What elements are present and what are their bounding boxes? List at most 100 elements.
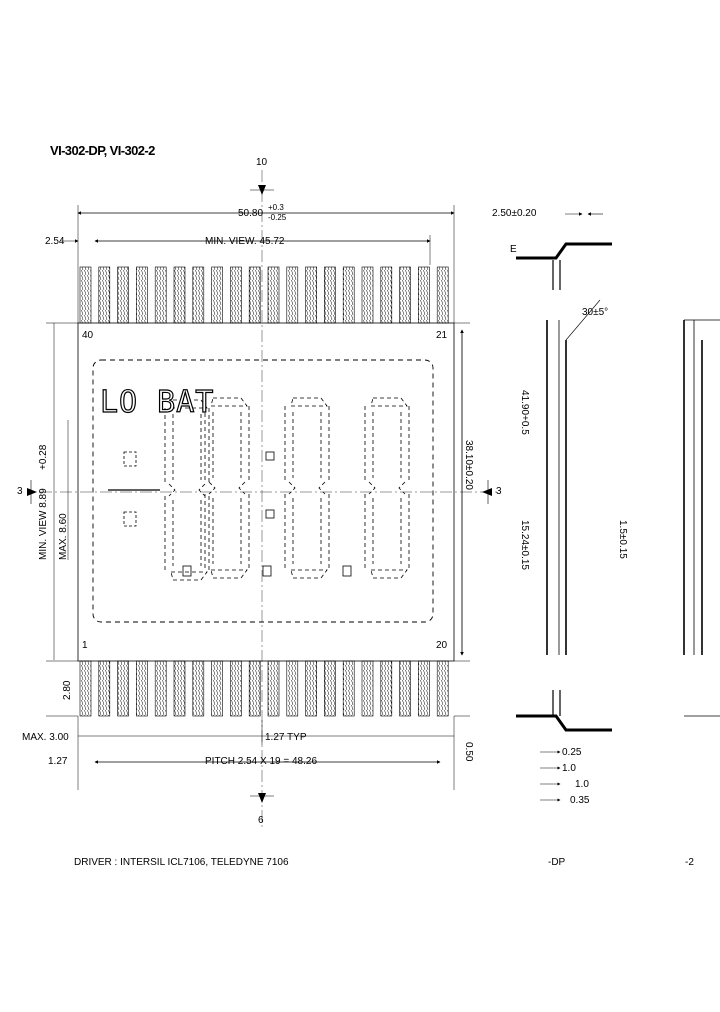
bottom-row-pin — [136, 660, 148, 717]
digit-segment — [210, 569, 248, 579]
top-row-pin — [361, 266, 374, 324]
top-center-mark: 10 — [256, 157, 268, 168]
top-row-pin — [418, 266, 430, 324]
digit-segment — [368, 481, 406, 495]
digit-segment — [290, 397, 328, 407]
top-row-pin — [117, 266, 129, 324]
bottom-row-pin — [399, 660, 411, 717]
bottom-pin-row — [79, 660, 449, 717]
bottom-section-mark: 6 — [258, 815, 264, 826]
top-row-pin — [380, 266, 393, 324]
bottom-row-pin — [230, 660, 242, 717]
pin-bend-label: E — [510, 244, 517, 255]
digit-segment — [320, 494, 330, 570]
bottom-row-pin — [380, 660, 393, 717]
side-view-dim-3: 1.5±0.15 — [617, 520, 628, 559]
top-row-pin — [248, 266, 261, 324]
digit-segment — [320, 406, 330, 482]
view-area — [92, 359, 434, 623]
section-marker-bottom — [250, 793, 274, 803]
side-dim-d: 0.35 — [570, 795, 590, 806]
overall-width-tol-minus: -0.25 — [268, 213, 287, 222]
side-view-dp — [516, 242, 612, 802]
digit-segment — [364, 406, 374, 482]
digit-segment — [370, 397, 408, 407]
top-row-pin — [305, 266, 317, 324]
side-dim-a: 0.25 — [562, 747, 582, 758]
bottom-row-pin — [267, 660, 280, 717]
section-marker-right — [482, 480, 492, 504]
bottom-row-pin — [79, 660, 92, 717]
bottom-row-pin — [361, 660, 374, 717]
top-row-pin — [211, 266, 223, 324]
overall-height-label: 38.10±0.20 — [463, 440, 474, 490]
overall-width-label: 50.80 — [238, 208, 264, 219]
overall-width-tol-plus: +0.3 — [268, 203, 284, 212]
digit-segment — [370, 569, 408, 579]
pin-width-label: 1.27 TYP — [265, 732, 307, 743]
top-row-pin — [342, 266, 355, 324]
bottom-row-pin — [154, 660, 167, 717]
section-marker-left — [27, 480, 37, 504]
pin-number-1: 1 — [82, 640, 88, 651]
bottom-row-pin — [436, 660, 449, 717]
bottom-right-dim: 0.50 — [463, 742, 474, 762]
pin-length-left: 2.80 — [62, 680, 73, 700]
front-view — [40, 170, 500, 830]
left-height-max: MAX. 8.60 — [58, 513, 69, 560]
left-height-view: MIN. VIEW 8.89 — [38, 488, 49, 560]
digit-segment — [208, 481, 246, 495]
top-pin-row — [79, 266, 449, 324]
side-view-dim-1: 41.90+0.5 — [519, 390, 530, 435]
side-dim-c: 1.0 — [575, 779, 589, 790]
digit-segment — [170, 399, 208, 409]
pin-number-21: 21 — [436, 330, 448, 341]
top-row-pin — [173, 266, 186, 324]
top-row-pin — [136, 266, 148, 324]
bottom-row-pin — [98, 660, 111, 717]
pin-number-40: 40 — [82, 330, 94, 341]
right-section-mark: 3 — [496, 486, 502, 497]
left-section-mark: 3 — [17, 486, 23, 497]
digit-segment — [210, 397, 248, 407]
digit-segment — [400, 406, 410, 482]
digit-segment — [240, 406, 250, 482]
top-row-pin — [192, 266, 205, 324]
min-lead-label: 1.27 — [48, 756, 68, 767]
digit-segment — [168, 483, 206, 497]
top-row-pin — [154, 266, 167, 324]
top-row-pin — [399, 266, 411, 324]
top-row-pin — [98, 266, 111, 324]
variant-2-label: -2 — [685, 857, 694, 868]
pin1-offset-label: 2.54 — [45, 236, 65, 247]
variant-dp-label: -DP — [548, 857, 566, 868]
top-row-pin — [324, 266, 336, 324]
digit-segment — [290, 569, 328, 579]
pin-number-20: 20 — [436, 640, 448, 651]
digit-segment — [164, 408, 174, 484]
top-row-pin — [286, 266, 299, 324]
digit-segment — [288, 481, 326, 495]
bottom-row-pin — [192, 660, 205, 717]
digit-segment — [204, 494, 214, 570]
digit-segment — [284, 494, 294, 570]
view-area-width-label: MIN. VIEW. 45.72 — [205, 236, 285, 247]
side-dim-b: 1.0 — [562, 763, 576, 774]
driver-note: DRIVER : INTERSIL ICL7106, TELEDYNE 7106 — [74, 857, 289, 868]
digit-segment — [240, 494, 250, 570]
pin-row-thickness-label: 2.50±0.20 — [492, 208, 537, 219]
digit-segment — [200, 496, 210, 572]
digit-segment — [170, 571, 208, 581]
digit-segment — [400, 494, 410, 570]
pin-bend-angle: 30±5° — [582, 307, 609, 318]
bottom-row-pin — [305, 660, 317, 717]
side-view-dim-2: 15.24±0.15 — [519, 520, 530, 570]
bottom-row-pin — [248, 660, 261, 717]
section-marker-top — [250, 185, 274, 195]
top-row-pin — [230, 266, 242, 324]
bottom-row-pin — [324, 660, 336, 717]
drawing-title: VI-302-DP, VI-302-2 — [50, 143, 155, 158]
polarity-indicator — [108, 451, 352, 577]
side-view-2 — [683, 319, 720, 717]
